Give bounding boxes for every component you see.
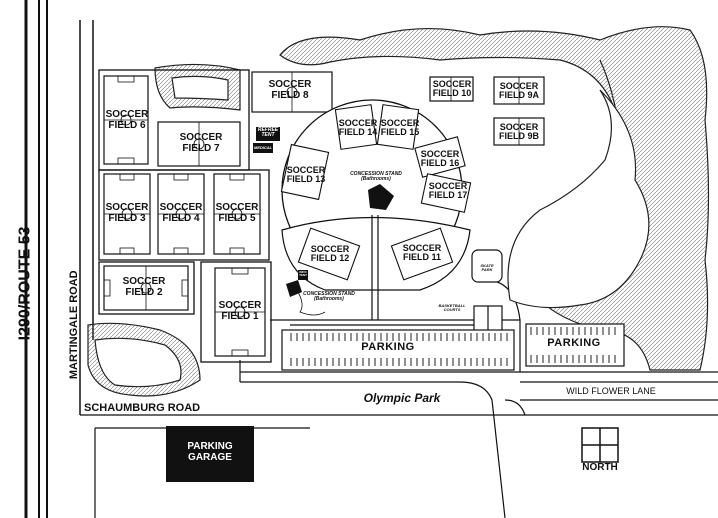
soccer-field-12-label: SOCCER FIELD 12 <box>310 244 350 264</box>
referee-tent-label: REFREE TENT <box>257 127 279 139</box>
field-complex-outline <box>98 69 272 363</box>
field-markings <box>103 72 520 357</box>
martingale-road-label: MARTINGALE ROAD <box>68 270 81 380</box>
soccer-field-2-label: SOCCER FIELD 2 <box>122 276 166 298</box>
soccer-field-3-label: SOCCER FIELD 3 <box>105 202 149 224</box>
soccer-field-13-label: SOCCER FIELD 13 <box>286 165 326 185</box>
soccer-field-10-label: SOCCER FIELD 10 <box>432 79 472 99</box>
north-compass-icon <box>581 427 619 463</box>
skate-park-label: SKATE PARK <box>480 263 494 273</box>
concession-stand-bottom-label: CONCESSION STAND (Bathrooms) <box>303 291 355 303</box>
soccer-field-9a-label: SOCCER FIELD 9A <box>498 81 539 101</box>
parking-east-label: PARKING <box>547 337 601 349</box>
parking-main <box>281 329 515 371</box>
soccer-field-16-label: SOCCER FIELD 16 <box>420 149 460 169</box>
parking-main-label: PARKING <box>361 341 415 353</box>
soccer-field-7-label: SOCCER FIELD 7 <box>179 132 223 154</box>
medical-label: MEDICAL <box>253 145 273 150</box>
route-53-label: I290/ROUTE 53 <box>16 226 34 341</box>
schaumburg-road-label: SCHAUMBURG ROAD <box>84 402 201 414</box>
soccer-field-4-label: SOCCER FIELD 4 <box>159 202 203 224</box>
soccer-field-6-label: SOCCER FIELD 6 <box>105 109 149 131</box>
highway-lines <box>24 0 48 518</box>
soccer-field-8-label: SOCCER FIELD 8 <box>268 79 312 101</box>
parking-east <box>525 323 625 367</box>
soccer-field-9b-label: SOCCER FIELD 9B <box>498 122 539 142</box>
info-tent-label: INFO TENT <box>299 270 307 278</box>
soccer-field-5-label: SOCCER FIELD 5 <box>215 202 259 224</box>
soccer-field-1-label: SOCCER FIELD 1 <box>218 300 262 322</box>
soccer-field-17-label: SOCCER FIELD 17 <box>428 181 468 201</box>
olympic-park-label: Olympic Park <box>363 391 441 405</box>
central-complex <box>280 99 472 320</box>
medical-box <box>253 143 273 153</box>
north-label: NORTH <box>582 462 618 473</box>
concession-stand-top-label: CONCESSION STAND (Bathrooms) <box>350 171 402 183</box>
basketball-courts-label: BASKETBALL COURTS <box>438 303 466 313</box>
parking-garage-label: PARKING GARAGE <box>187 441 233 463</box>
info-tent-box <box>298 270 308 280</box>
soccer-field-15-label: SOCCER FIELD 15 <box>380 118 420 138</box>
woods-inner <box>94 75 650 388</box>
soccer-field-11-label: SOCCER FIELD 11 <box>402 243 442 263</box>
parking-garage-box <box>166 426 254 482</box>
soccer-field-14-label: SOCCER FIELD 14 <box>338 118 378 138</box>
martingale-road <box>79 20 94 415</box>
referee-tent-box <box>256 127 280 141</box>
wildflower-lane-label: WILD FLOWER LANE <box>566 386 656 396</box>
skate-park-area <box>471 249 503 283</box>
